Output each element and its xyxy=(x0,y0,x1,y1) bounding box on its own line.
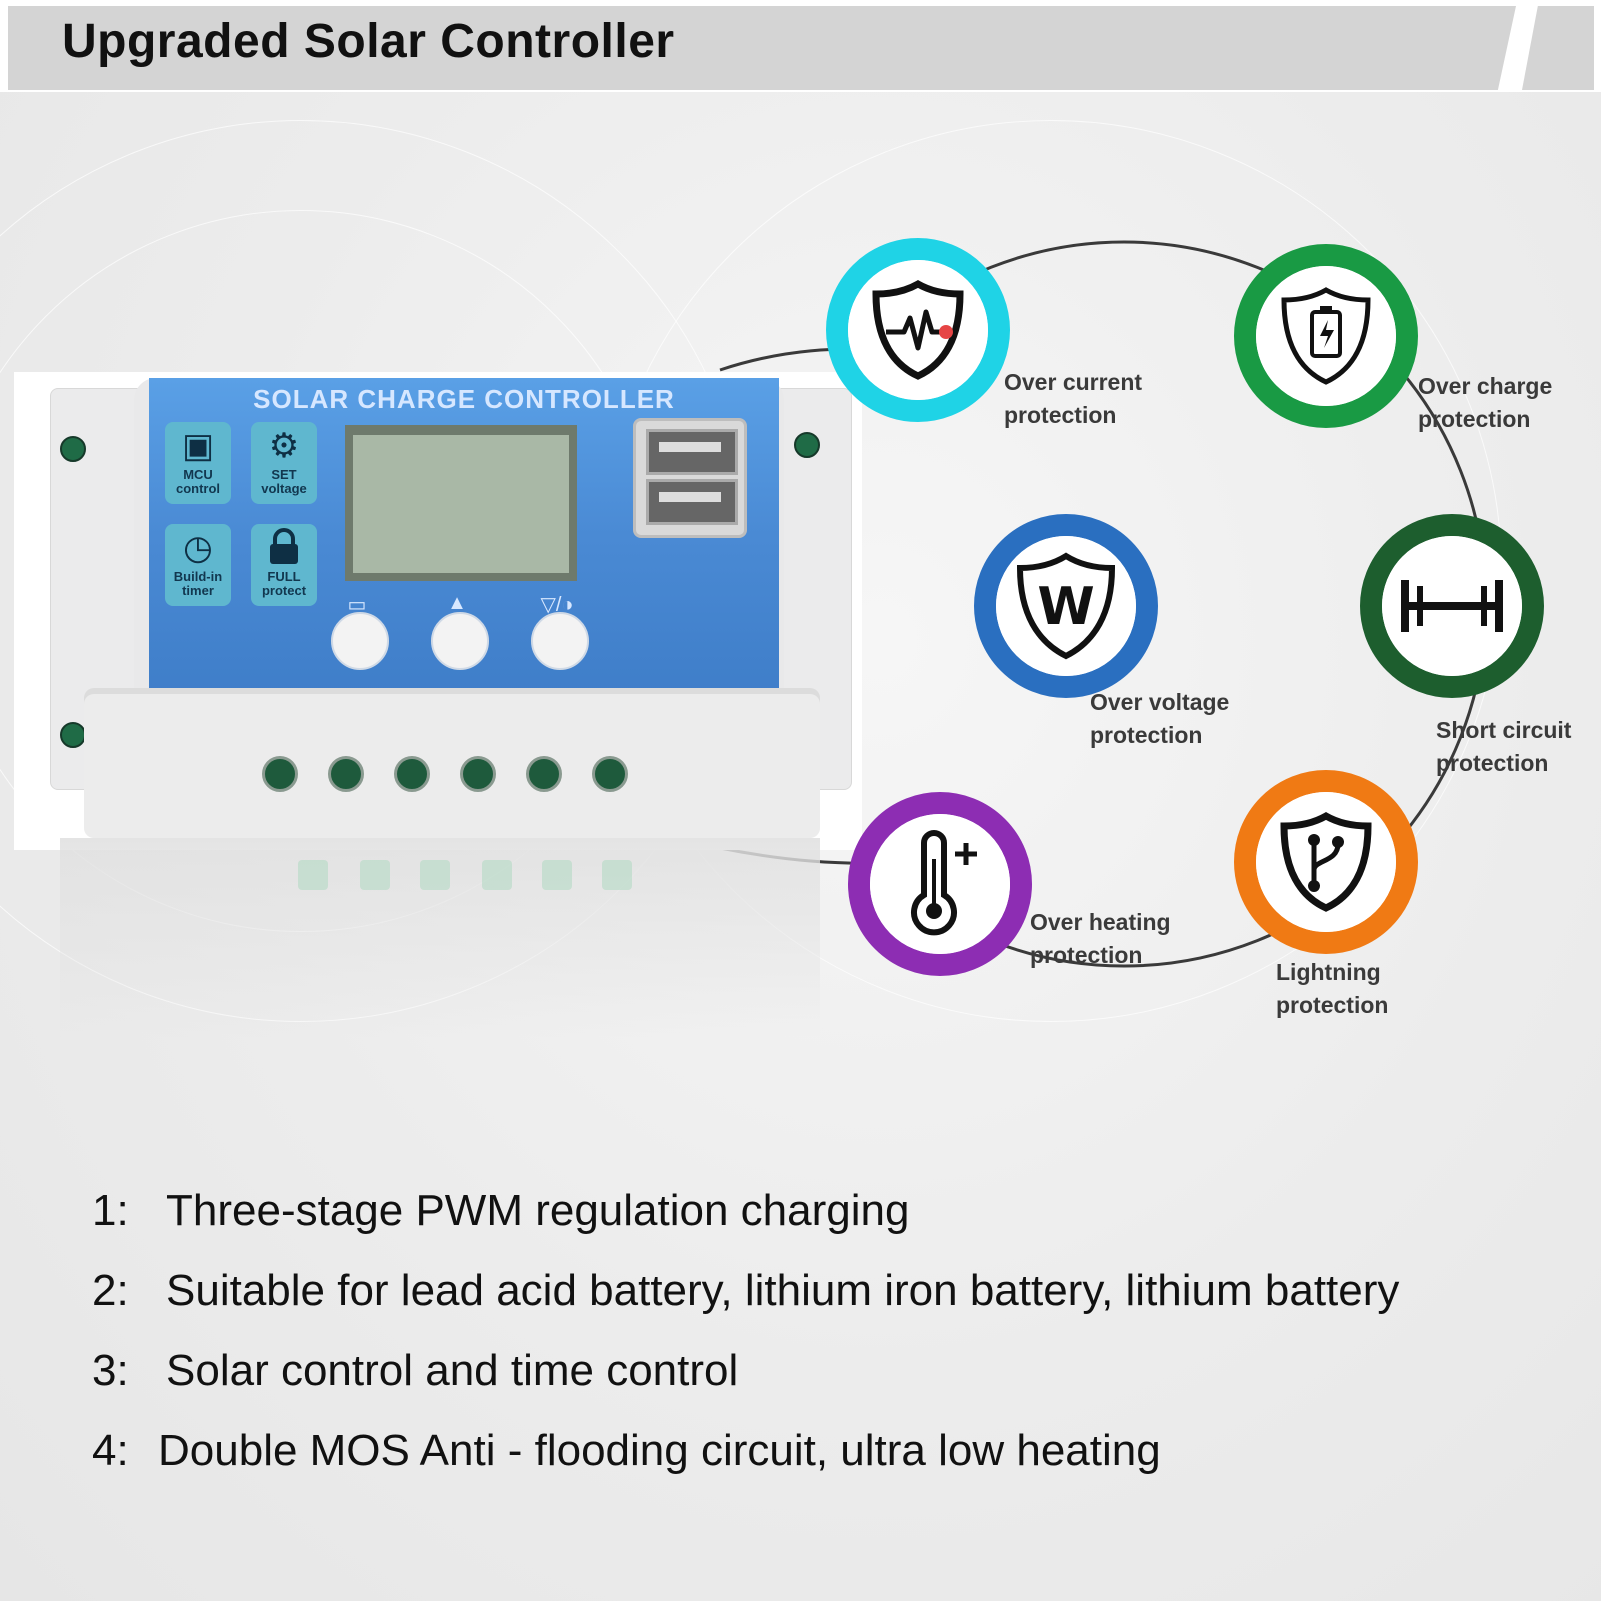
usb-port xyxy=(646,479,738,525)
list-item: 3:Solar control and time control xyxy=(92,1346,739,1395)
shield-battery-icon xyxy=(1256,266,1396,406)
terminal-block xyxy=(84,688,820,838)
reflection-screw xyxy=(360,860,390,890)
gear-icon: ⚙ xyxy=(268,427,300,465)
thermometer-icon xyxy=(870,814,1010,954)
mount-hole xyxy=(794,432,820,458)
terminal-screw xyxy=(328,756,364,792)
lcd-screen xyxy=(353,435,569,573)
terminal-screw xyxy=(526,756,562,792)
badge-over-charge xyxy=(1234,244,1418,428)
shield-pulse-icon xyxy=(848,260,988,400)
terminal-screw xyxy=(592,756,628,792)
badge-over-current xyxy=(826,238,1010,422)
chip-icon: ▣ xyxy=(181,427,215,465)
panel-title: SOLAR CHARGE CONTROLLER xyxy=(253,384,675,414)
reflection-screw xyxy=(482,860,512,890)
menu-button xyxy=(331,612,389,670)
badge-short-circuit xyxy=(1360,514,1544,698)
lcd-display xyxy=(345,425,577,581)
badge-over-voltage: W xyxy=(974,514,1158,698)
badge-over-heating xyxy=(848,792,1032,976)
terminal-screw xyxy=(460,756,496,792)
list-item: 1:Three-stage PWM regulation charging xyxy=(92,1186,910,1235)
shield-lightning-icon xyxy=(1256,792,1396,932)
page-title: Upgraded Solar Controller xyxy=(62,15,675,68)
reflection-screw xyxy=(420,860,450,890)
usb-port xyxy=(646,429,738,475)
down-arrow-light-icon: ▽/◑ xyxy=(540,594,574,616)
shield-w-icon: W xyxy=(996,536,1136,676)
lock-icon xyxy=(251,528,317,575)
list-item: 4:Double MOS Anti - flooding circuit, ul… xyxy=(92,1426,1161,1475)
up-button xyxy=(431,612,489,670)
header-bar xyxy=(8,6,1516,90)
header-banner: Upgraded Solar Controller xyxy=(0,0,1601,92)
svg-text:W: W xyxy=(1037,577,1094,637)
battery-icon: ▭ xyxy=(347,594,367,616)
mount-hole xyxy=(60,436,86,462)
short-circuit-icon xyxy=(1382,536,1522,676)
up-arrow-icon: ▲ xyxy=(447,592,467,614)
down-button xyxy=(531,612,589,670)
clock-icon: ◷ xyxy=(183,529,213,567)
reflection-screw xyxy=(298,860,328,890)
usb-ports xyxy=(633,418,747,538)
reflection-screw xyxy=(602,860,632,890)
mount-hole xyxy=(60,722,86,748)
list-item: 2:Suitable for lead acid battery, lithiu… xyxy=(92,1266,1400,1315)
reflection-screw xyxy=(542,860,572,890)
badge-lightning xyxy=(1234,770,1418,954)
terminal-screw xyxy=(262,756,298,792)
terminal-screw xyxy=(394,756,430,792)
